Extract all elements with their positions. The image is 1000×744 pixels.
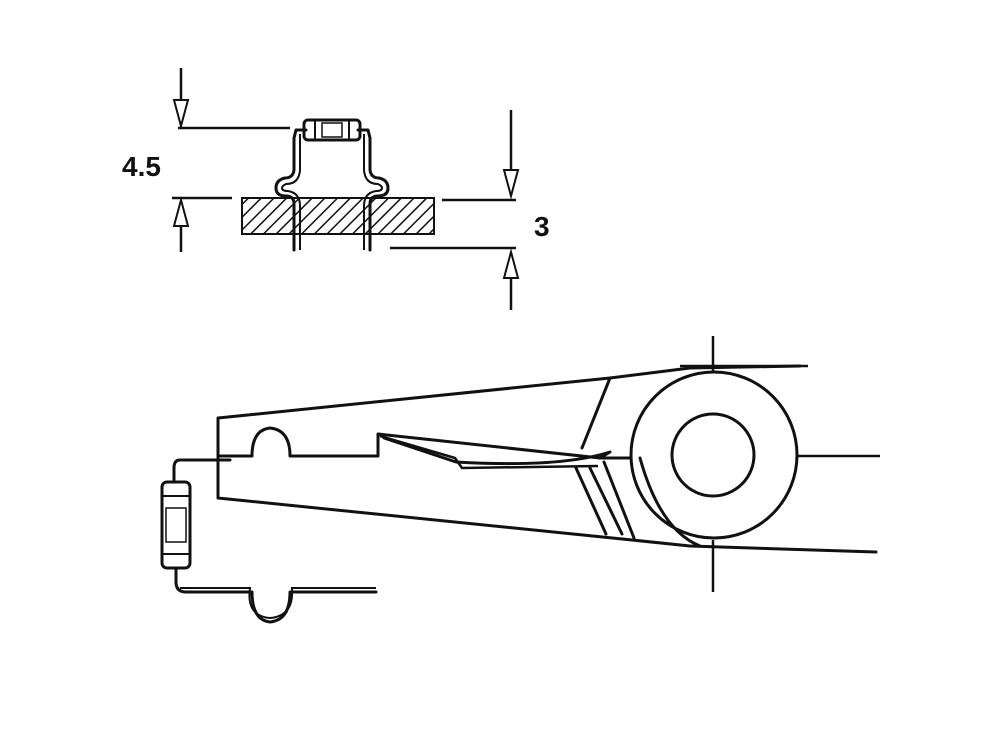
formed-lead-right xyxy=(356,128,390,252)
pivot-inner xyxy=(670,412,756,498)
forming-tool-view xyxy=(160,336,880,624)
cutting-blade xyxy=(379,434,599,470)
jaw-bevel xyxy=(382,376,636,540)
height-dimension-label: 4.5 xyxy=(122,151,161,182)
resistor-body-top xyxy=(302,118,362,142)
depth-dimension-label: 3 xyxy=(534,211,550,242)
formed-lead-left xyxy=(274,128,308,252)
depth-dimension xyxy=(390,110,520,310)
upper-jaw xyxy=(216,366,692,460)
mounted-component-view: 4.5 3 xyxy=(122,68,550,310)
lower-jaw xyxy=(216,454,878,554)
pcb-board xyxy=(241,197,435,235)
resistor-being-formed xyxy=(160,458,378,624)
height-dimension xyxy=(172,68,290,252)
